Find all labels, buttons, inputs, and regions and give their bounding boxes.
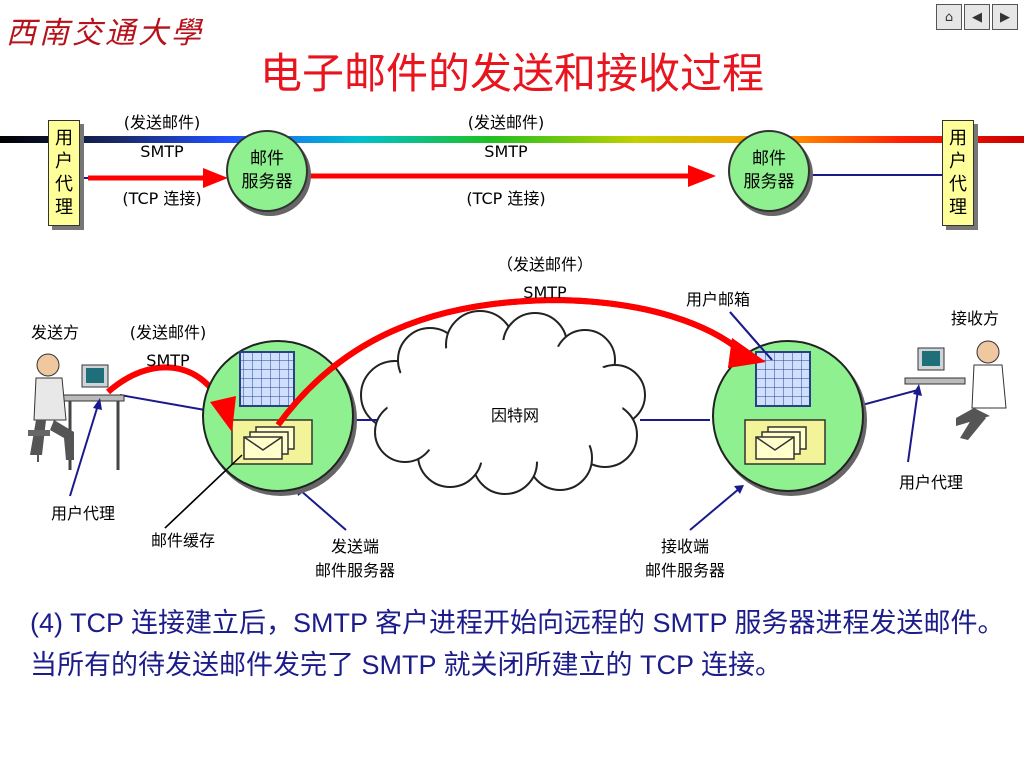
label-smtp-1: SMTP: [140, 142, 184, 161]
mail-server-node-right: 邮件 服务器: [728, 130, 810, 212]
smtp-arrow-1: [203, 168, 228, 188]
label-receiver-server-2: 邮件服务器: [644, 561, 725, 580]
label-user-agent-right: 用户代理: [898, 473, 963, 492]
label-mail-cache: 邮件缓存: [150, 531, 215, 550]
smtp-arrow-2: [688, 165, 716, 187]
label-sender-server-2: 邮件服务器: [314, 561, 395, 580]
label-send-mail-left: (发送邮件): [129, 323, 207, 342]
mail-server-node-left: 邮件 服务器: [226, 130, 308, 212]
label-send-mail-2: (发送邮件): [467, 113, 545, 132]
link-sender-pc: [119, 394, 206, 411]
rainbow-rule: [0, 136, 1024, 143]
label-send-mail-top: （发送邮件）: [496, 255, 593, 274]
link-receiver-pc: [861, 389, 919, 406]
user-agent-box-right: 用 户 代 理: [942, 120, 974, 226]
university-logo: 西南交通大學: [6, 16, 204, 51]
label-sender: 发送方: [30, 323, 79, 342]
label-receiver-server-1: 接收端: [660, 537, 709, 556]
label-smtp-2: SMTP: [484, 142, 528, 161]
receiver-person-icon: [904, 340, 1007, 440]
pointer-user-agent-right: [907, 389, 919, 463]
label-receiver: 接收方: [950, 309, 999, 328]
pointer-user-agent-left: [69, 404, 99, 497]
pointer-receiver-server: [689, 487, 741, 531]
user-agent-box-left: 用 户 代 理: [48, 120, 80, 226]
label-tcp-1: (TCP 连接): [122, 189, 202, 208]
slide-navigation: ⌂ ◀ ▶: [936, 4, 1018, 30]
explanation-paragraph: (4) TCP 连接建立后，SMTP 客户进程开始向远程的 SMTP 服务器进程…: [30, 608, 1005, 680]
next-icon[interactable]: ▶: [992, 4, 1018, 30]
label-internet: 因特网: [490, 406, 539, 425]
label-user-mailbox: 用户邮箱: [685, 290, 750, 309]
label-smtp-left: SMTP: [146, 351, 190, 370]
label-tcp-2: (TCP 连接): [466, 189, 546, 208]
page-title: 电子邮件的发送和接收过程: [259, 49, 764, 98]
sender-person-icon: [28, 353, 125, 470]
label-user-agent-left: 用户代理: [50, 504, 115, 523]
prev-icon[interactable]: ◀: [964, 4, 990, 30]
home-icon[interactable]: ⌂: [936, 4, 962, 30]
label-send-mail-1: (发送邮件): [123, 113, 201, 132]
label-sender-server-1: 发送端: [330, 537, 379, 556]
pointer-sender-server: [299, 489, 347, 531]
label-smtp-top: SMTP: [523, 283, 567, 302]
